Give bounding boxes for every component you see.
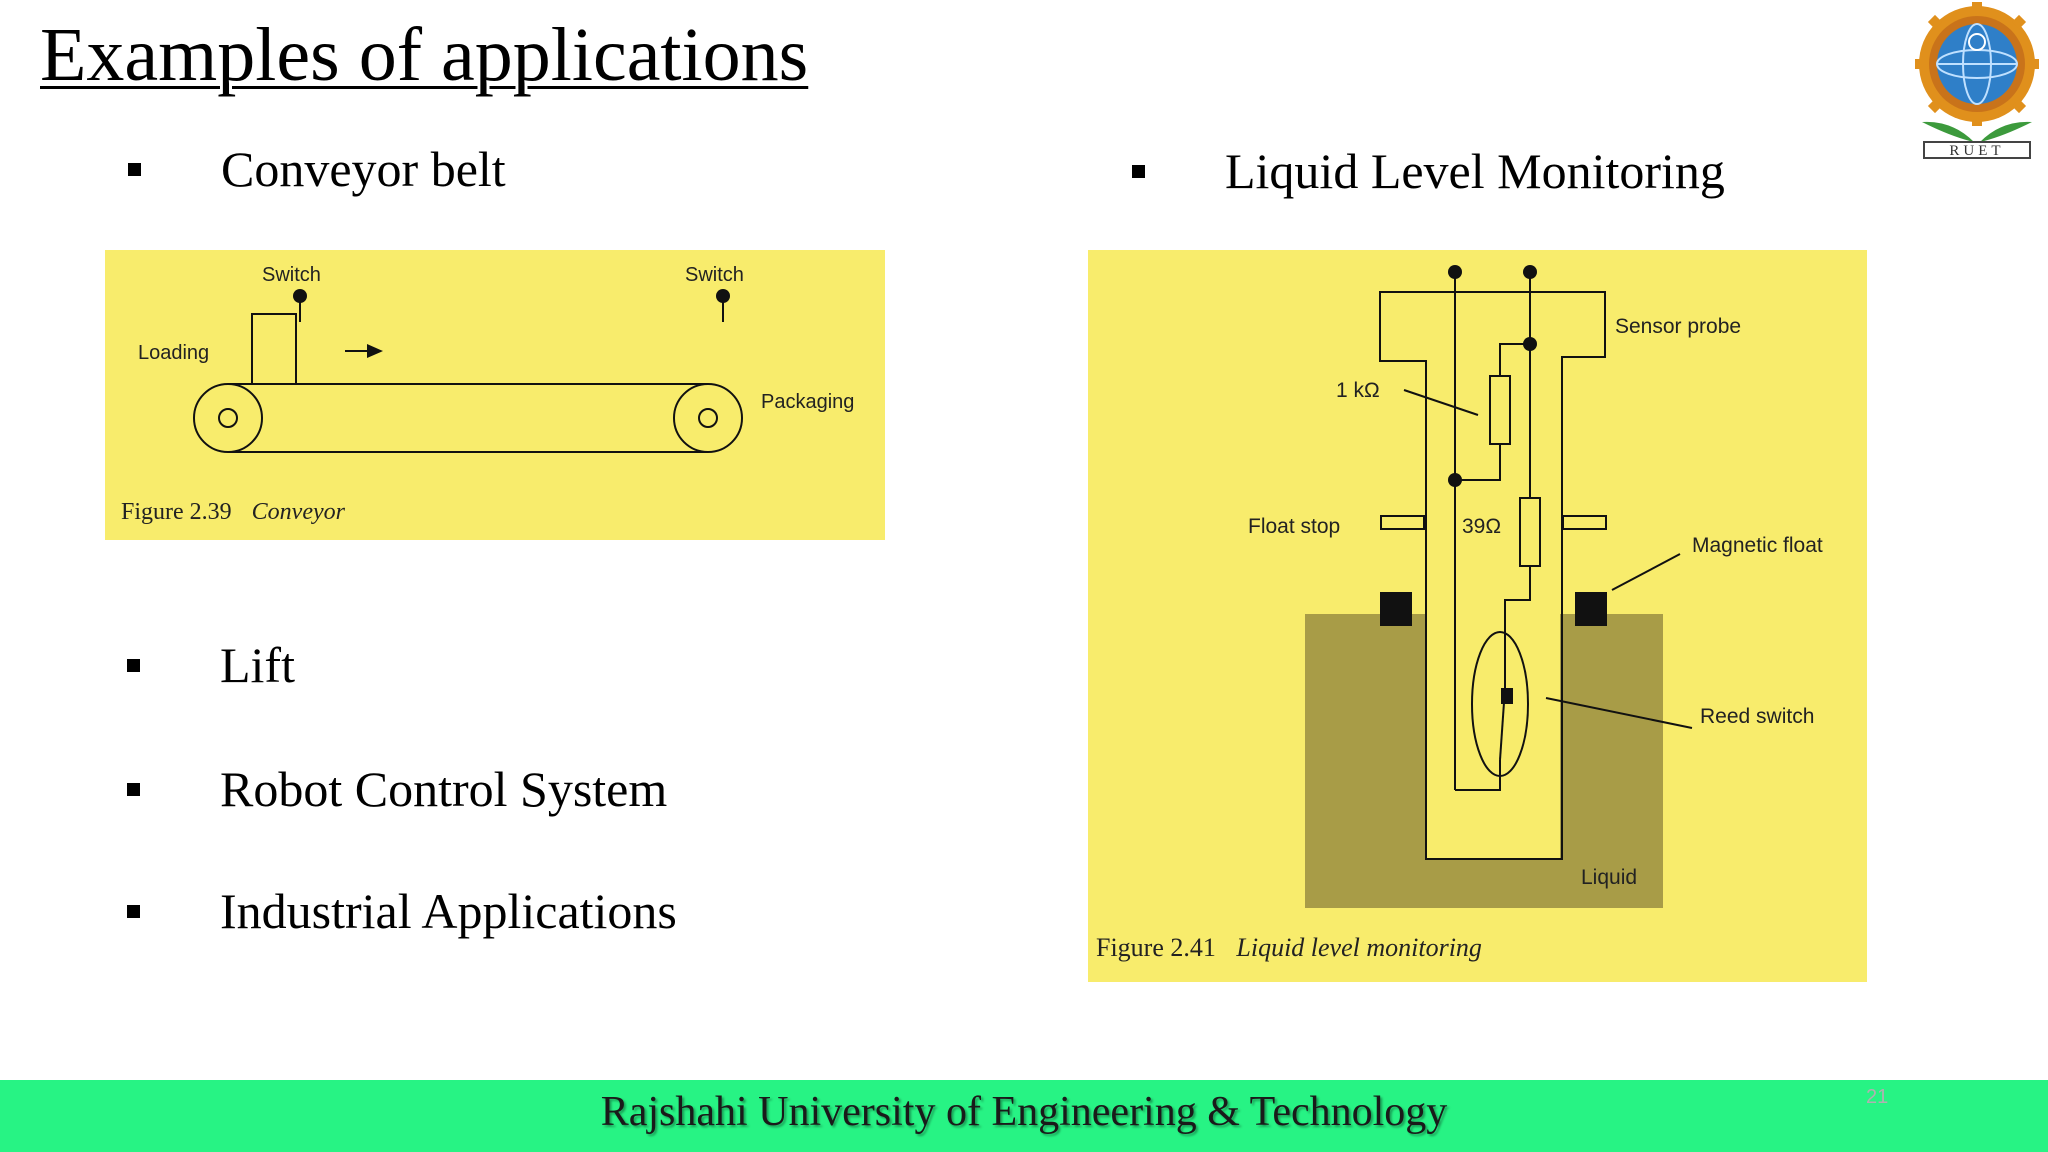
conveyor-label-switch-2: Switch [685,264,744,286]
bullet-square-icon [127,904,140,918]
footer-bar: Rajshahi University of Engineering & Tec… [0,1080,2048,1152]
label-float-stop: Float stop [1248,515,1340,538]
junction-dots [1448,265,1537,487]
bullet-industrial-applications: Industrial Applications [127,882,677,940]
bullet-robot-control: Robot Control System [127,760,667,818]
bullet-square-icon [127,658,140,672]
globe-icon [1936,23,2018,105]
svg-text:Figure 2.39 Conveyor: Figure 2.39 Conveyor [121,499,346,525]
leaves-icon [1922,121,2032,142]
label-resistor-39: 39Ω [1462,515,1501,538]
magnetic-float-left [1380,592,1412,626]
conveyor-belt [193,383,743,453]
conveyor-caption-title: Conveyor [252,499,346,525]
package-box [251,313,297,385]
conveyor-label-packaging: Packaging [761,391,854,413]
switch-2-icon [716,289,730,322]
liquid-caption-number: Figure 2.41 [1096,933,1216,962]
sensor-probe [1379,291,1606,860]
label-liquid: Liquid [1581,866,1637,889]
bullet-text: Industrial Applications [220,883,677,939]
bullet-lift: Lift [127,636,295,694]
label-reed-switch: Reed switch [1700,705,1814,728]
conveyor-label-switch-1: Switch [262,264,321,286]
bullet-conveyor-belt: Conveyor belt [128,140,506,198]
float-stop-left [1380,515,1425,530]
magnetic-float-right [1575,592,1607,626]
footer-university-name: Rajshahi University of Engineering & Tec… [600,1089,1448,1135]
bullet-square-icon [127,782,140,796]
arrow-right-icon [345,344,383,358]
liquid-caption-title: Liquid level monitoring [1235,933,1482,962]
probe-circuit [1403,272,1693,791]
liquid-level-figure: Sensor probe 1 kΩ Float stop 39Ω Magneti… [1088,250,1867,982]
bullet-square-icon [128,162,141,176]
ruet-logo: RUET [1912,2,2042,167]
bullet-text: Conveyor belt [221,141,506,197]
logo-text: RUET [1949,143,2004,159]
bullet-liquid-level: Liquid Level Monitoring [1132,142,1725,200]
bullet-text: Liquid Level Monitoring [1225,143,1725,199]
bullet-text: Robot Control System [220,761,668,817]
bullet-square-icon [1132,164,1145,178]
conveyor-figure: Switch Switch Loading Packaging Figur [105,250,885,540]
conveyor-caption-number: Figure 2.39 [121,499,232,525]
conveyor-label-loading: Loading [138,342,209,364]
float-stop-right [1562,515,1607,530]
switch-1-icon [293,289,307,322]
label-sensor-probe: Sensor probe [1615,315,1741,338]
svg-text:Figure 2.41 Liquid level: Figure 2.41 Liquid level monitoring [1096,933,1482,962]
label-resistor-1k: 1 kΩ [1336,379,1380,402]
slide-title: Examples of applications [40,13,809,97]
bullet-text: Lift [220,637,295,693]
label-magnetic-float: Magnetic float [1692,534,1823,557]
page-number: 21 [1866,1086,1889,1108]
